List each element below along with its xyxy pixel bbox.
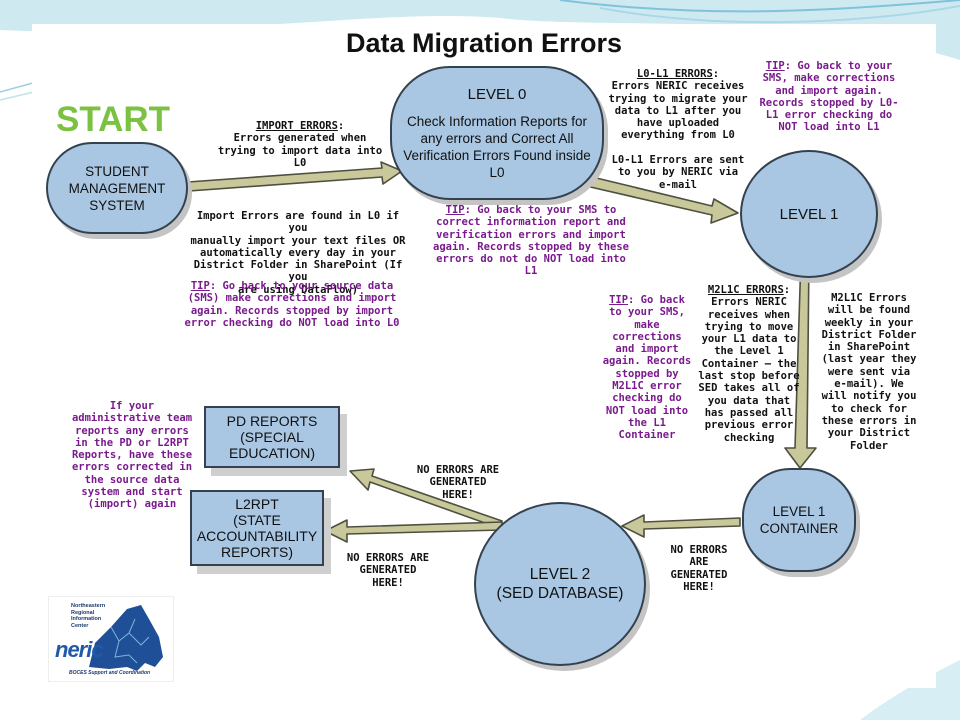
no-errors-pd-note: NO ERRORS ARE GENERATED HERE! xyxy=(416,464,500,501)
tip-m2l1c-note: TIP: Go back to your SMS, make correctio… xyxy=(598,294,696,442)
sms-node: STUDENT MANAGEMENT SYSTEM xyxy=(46,142,188,234)
arrow-sms-to-level0 xyxy=(187,161,403,192)
tip-label: TIP xyxy=(609,294,629,306)
l2rpt-box: L2RPT (STATE ACCOUNTABILITY REPORTS) xyxy=(190,490,324,566)
level1-container-node: LEVEL 1 CONTAINER xyxy=(742,468,856,572)
tip-label: TIP xyxy=(765,60,785,72)
m2l1c-body: Errors NERIC receives when trying to mov… xyxy=(698,296,800,444)
admin-team-note: If your administrative team reports any … xyxy=(71,400,193,511)
flow-arrows xyxy=(187,161,817,543)
diagram-title: Data Migration Errors xyxy=(345,28,623,58)
arrow-level1-to-container xyxy=(784,255,817,469)
arrow-container-to-level2 xyxy=(621,514,741,538)
logo-tagline: BOCES Support and Coordination xyxy=(69,670,151,676)
l0l1-errors-note: L0-L1 ERRORS: Errors NERIC receives tryi… xyxy=(608,68,748,142)
m2l1c-errors-note: M2L1C ERRORS: Errors NERIC receives when… xyxy=(698,284,800,444)
new-york-map-icon xyxy=(89,605,163,671)
start-label: START xyxy=(56,100,171,139)
pd-reports-box: PD REPORTS (SPECIAL EDUCATION) xyxy=(204,406,340,468)
slide: Data Migration Errors START STUDENT MANA… xyxy=(32,24,936,688)
arrow-level2-to-l2rpt xyxy=(324,519,503,543)
sms-node-label: STUDENT MANAGEMENT SYSTEM xyxy=(68,163,166,213)
level0-title: LEVEL 0 xyxy=(467,85,527,103)
arrow-level0-to-level1 xyxy=(585,175,739,224)
l0l1-sent-note: L0-L1 Errors are sent to you by NERIC vi… xyxy=(611,154,745,191)
import-errors-heading: IMPORT ERRORS xyxy=(255,120,338,132)
tip-sms-source-text: : Go back to your source data (SMS) make… xyxy=(184,280,400,329)
tip-sms-source-note: TIP: Go back to your source data (SMS) m… xyxy=(182,280,402,329)
tip-l0l1-text: : Go back to your SMS, make corrections … xyxy=(759,60,899,134)
level2-node: LEVEL 2 (SED DATABASE) xyxy=(474,502,646,666)
level1-label: LEVEL 1 xyxy=(779,205,839,223)
logo-brand: neric xyxy=(55,637,104,662)
arrow-level2-to-pd-reports xyxy=(349,468,503,529)
level0-body: Check Information Reports for any errors… xyxy=(403,113,591,180)
no-errors-container-note: NO ERRORS ARE GENERATED HERE! xyxy=(670,544,728,593)
m2l1c-heading: M2L1C ERRORS xyxy=(707,284,784,296)
tip-label: TIP xyxy=(190,280,210,292)
tip-m2l1c-rest: to your SMS, make corrections and import… xyxy=(602,306,692,442)
tip-m2l1c-first: : Go back xyxy=(628,294,685,306)
tip-l0l1-note: TIP: Go back to your SMS, make correctio… xyxy=(754,60,904,134)
m2l1c-found-note: M2L1C Errors will be found weekly in you… xyxy=(821,292,917,452)
level0-node: LEVEL 0 Check Information Reports for an… xyxy=(390,66,604,200)
import-errors-body: Errors generated when trying to import d… xyxy=(217,132,383,169)
import-errors-note: IMPORT ERRORS: Errors generated when try… xyxy=(217,120,383,169)
level1-container-label: LEVEL 1 CONTAINER xyxy=(759,504,839,536)
tip-level0-note: TIP: Go back to your SMS to correct info… xyxy=(428,204,634,278)
tip-label: TIP xyxy=(445,204,465,216)
level2-label: LEVEL 2 (SED DATABASE) xyxy=(496,566,624,602)
no-errors-l2rpt-note: NO ERRORS ARE GENERATED HERE! xyxy=(346,552,430,589)
import-found-note: Import Errors are found in L0 if you man… xyxy=(190,210,406,296)
l0l1-heading: L0-L1 ERRORS xyxy=(636,68,713,80)
neric-logo: Northeastern Regional Information Center… xyxy=(48,596,174,682)
level1-node: LEVEL 1 xyxy=(740,150,878,278)
logo-org-name: Northeastern Regional Information Center xyxy=(71,603,106,629)
l0l1-body: Errors NERIC receives trying to migrate … xyxy=(608,80,748,142)
tip-level0-text: : Go back to your SMS to correct informa… xyxy=(433,204,629,278)
